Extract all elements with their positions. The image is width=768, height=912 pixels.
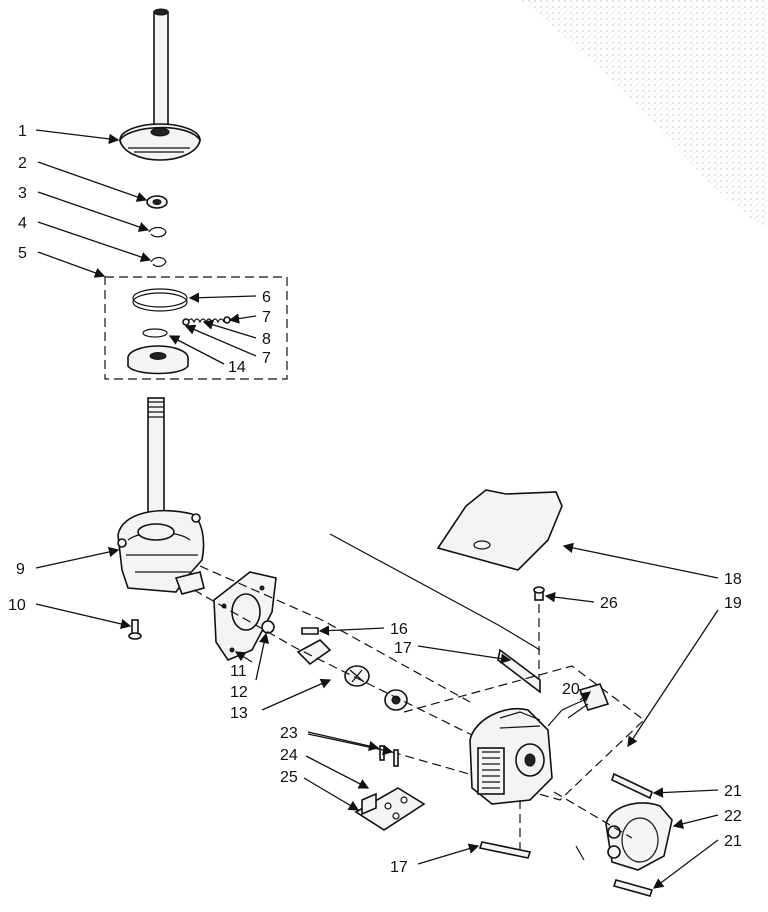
part-25-bracket [354, 787, 426, 831]
part-26-screw [533, 586, 545, 601]
alignment-lines [193, 533, 541, 737]
part-12-nut [261, 620, 275, 634]
callout-12: 12 [230, 684, 248, 701]
callout-16: 16 [390, 621, 408, 638]
callout-19: 19 [724, 595, 742, 612]
part-21-pin-bottom [612, 879, 654, 897]
callout-18: 18 [724, 571, 742, 588]
part-22-pump [605, 802, 673, 871]
part-23-screws [379, 745, 399, 767]
callout-3: 3 [18, 185, 27, 202]
callout-22: 22 [724, 808, 742, 825]
part-20-switch [547, 683, 610, 727]
part-18-shield [436, 489, 563, 571]
part-13-coupler [296, 639, 408, 711]
part-5-kit-boundary [104, 276, 288, 380]
callout-24: 24 [280, 747, 298, 764]
part-8-spring [182, 316, 231, 326]
part-1-drive-cam [119, 8, 201, 161]
callout-labels: 1 2 3 4 5 6 7 8 7 14 9 10 11 12 13 16 17… [8, 123, 742, 876]
callout-20: 20 [562, 681, 580, 698]
callout-23: 23 [280, 725, 298, 742]
part-10-bolt [128, 619, 142, 640]
brake-pulley [127, 345, 189, 375]
callout-8: 8 [262, 331, 271, 348]
callout-21-upper: 21 [724, 783, 742, 800]
part-9-gearcase [117, 509, 205, 595]
callout-5: 5 [18, 245, 27, 262]
scan-noise [520, 0, 768, 230]
part-17-strap-bottom [478, 841, 532, 859]
callout-17-upper: 17 [394, 640, 412, 657]
callout-21-lower: 21 [724, 833, 742, 850]
callout-1: 1 [18, 123, 27, 140]
part-14-ring [142, 328, 168, 338]
spline-shaft [147, 397, 165, 527]
part-11-mount-plate [213, 571, 277, 661]
callout-4: 4 [18, 215, 27, 232]
part-21-pin-top [611, 772, 653, 800]
callout-25: 25 [280, 769, 298, 786]
part-16-screw [301, 627, 319, 635]
callout-26: 26 [600, 595, 618, 612]
part-2-washer [146, 195, 168, 209]
leader-lines [35, 129, 719, 889]
callout-7-upper: 7 [262, 309, 271, 326]
callout-7-lower: 7 [262, 350, 271, 367]
callout-10: 10 [8, 597, 26, 614]
callout-17-lower: 17 [390, 859, 408, 876]
pump-axis-2 [575, 845, 585, 861]
callout-6: 6 [262, 289, 271, 306]
callout-11: 11 [230, 663, 247, 680]
part-4-retaining-ring [150, 256, 167, 268]
part-6-band [132, 288, 188, 312]
callout-14: 14 [228, 359, 246, 376]
part-17-strap-top [497, 648, 541, 694]
drive-motor [469, 707, 553, 805]
part-3-clip [148, 226, 167, 238]
callout-13: 13 [230, 705, 248, 722]
pump-axis [553, 791, 633, 839]
callout-2: 2 [18, 155, 27, 172]
callout-9: 9 [16, 561, 25, 578]
